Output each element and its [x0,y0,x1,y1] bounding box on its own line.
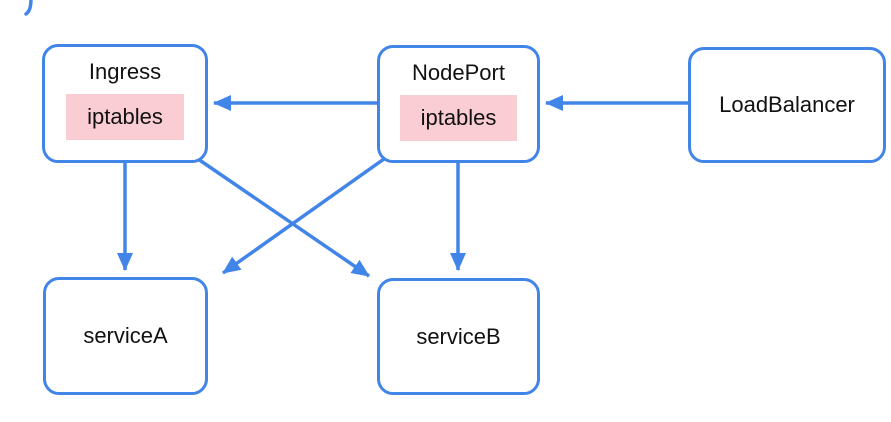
node-servicea-title: serviceA [83,323,168,348]
node-loadbalancer-title: LoadBalancer [719,92,855,117]
node-ingress-iptables-badge: iptables [66,94,184,140]
cropped-shape-artifact [24,0,33,16]
node-serviceb: serviceB [377,278,540,395]
node-nodeport-title: NodePort [412,60,505,85]
edge-nodeport-to-servicea [221,157,386,275]
node-ingress: Ingress iptables [42,44,208,163]
node-nodeport-iptables-badge: iptables [399,95,518,141]
node-ingress-title: Ingress [88,59,162,84]
node-nodeport: NodePort iptables [377,45,540,163]
node-servicea: serviceA [43,277,208,395]
edge-ingress-to-serviceb [197,157,370,278]
node-loadbalancer: LoadBalancer [688,47,886,163]
node-serviceb-title: serviceB [416,323,501,349]
